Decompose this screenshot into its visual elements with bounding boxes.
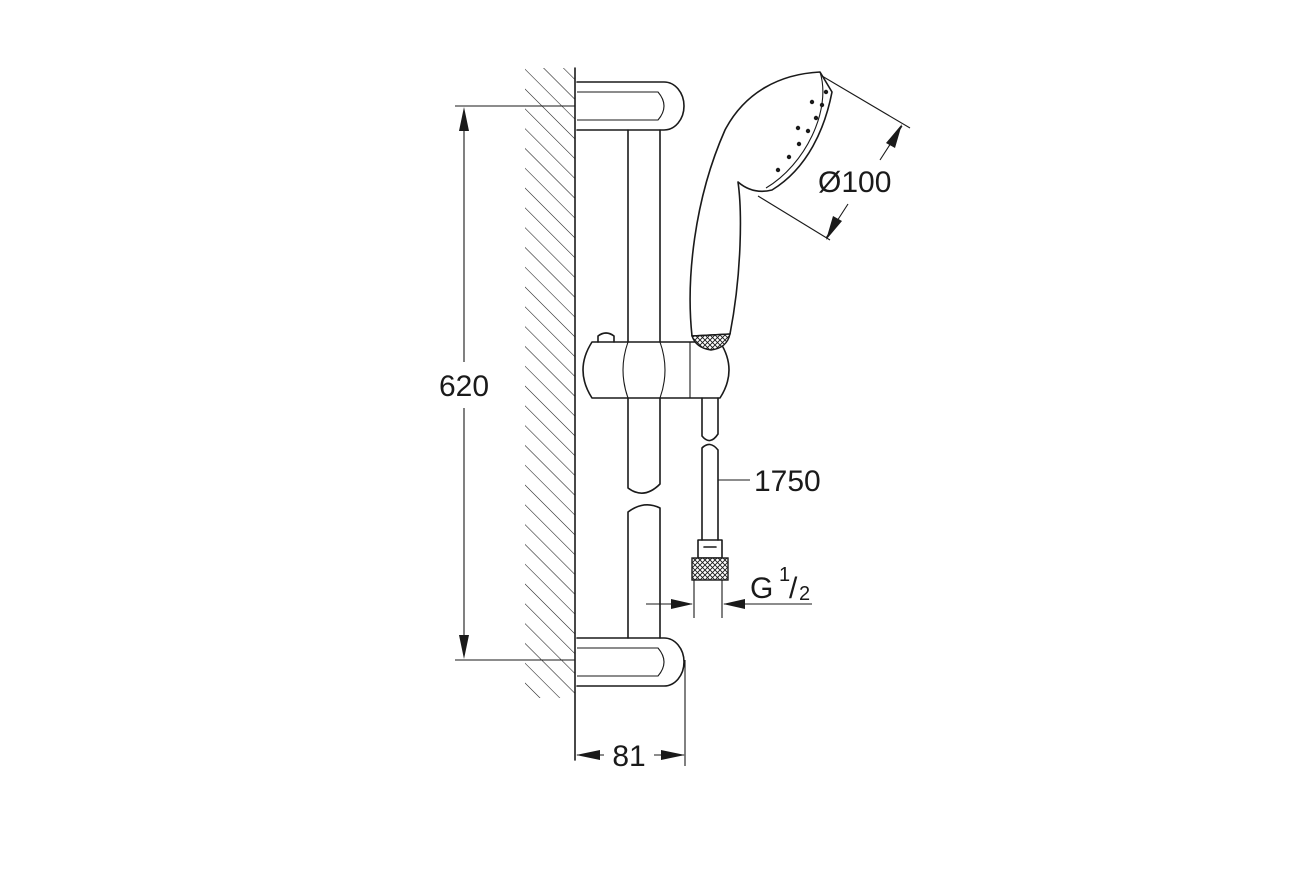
arrow-thread-right bbox=[723, 599, 745, 609]
hose-knurled-nut bbox=[691, 557, 729, 581]
label-1750: 1750 bbox=[754, 465, 821, 498]
arrow-620-top bbox=[459, 107, 469, 131]
bottom-bracket-inner bbox=[577, 647, 665, 677]
wall-hatch bbox=[525, 68, 575, 698]
shower-rail bbox=[576, 81, 685, 687]
label-81: 81 bbox=[612, 740, 645, 773]
dimension-projection: 81 bbox=[576, 660, 686, 773]
arrow-100-bottom bbox=[826, 216, 842, 240]
top-bracket-inner bbox=[577, 91, 665, 121]
label-thread-den: 2 bbox=[799, 583, 810, 605]
bottom-bracket bbox=[576, 637, 685, 687]
arrow-100-top bbox=[886, 124, 902, 148]
ext-line-head-top bbox=[821, 75, 911, 129]
spray-nozzles bbox=[775, 89, 829, 173]
hose-lower bbox=[701, 443, 719, 541]
rail-tube-lower bbox=[627, 504, 661, 639]
shower-head-face bbox=[765, 71, 824, 189]
arrow-thread-left bbox=[671, 599, 693, 609]
hose-upper bbox=[701, 397, 719, 442]
shower-hose bbox=[691, 397, 729, 618]
dimension-bar-length: 620 bbox=[439, 105, 575, 661]
arrow-620-bottom bbox=[459, 635, 469, 659]
slider-grip-right bbox=[659, 341, 666, 399]
ext-line-head-bottom bbox=[757, 195, 831, 241]
rail-tube-middle bbox=[627, 397, 661, 494]
top-bracket bbox=[576, 81, 685, 131]
hose-ferrule bbox=[697, 539, 723, 559]
slider-grip-left bbox=[622, 341, 629, 399]
wall bbox=[525, 67, 576, 761]
arrow-81-left bbox=[576, 750, 600, 760]
shower-handle bbox=[689, 71, 833, 337]
arrow-81-right bbox=[661, 750, 685, 760]
handle-knurled-nut bbox=[691, 333, 731, 351]
slider-body bbox=[582, 341, 730, 399]
label-thread-g: G bbox=[750, 572, 773, 605]
label-thread-slash: / bbox=[789, 572, 798, 605]
hand-shower bbox=[689, 71, 833, 351]
dimension-hose-length: 1750 bbox=[718, 465, 821, 498]
dimension-head-diameter: Ø100 bbox=[757, 75, 911, 241]
label-620: 620 bbox=[439, 370, 489, 403]
label-100: Ø100 bbox=[818, 166, 891, 199]
slider-holder bbox=[582, 332, 730, 399]
label-thread-num: 1 bbox=[779, 564, 790, 586]
rail-tube-upper bbox=[627, 129, 661, 343]
slider-knob bbox=[597, 332, 615, 343]
dimension-thread: G 1 / 2 bbox=[646, 564, 812, 609]
